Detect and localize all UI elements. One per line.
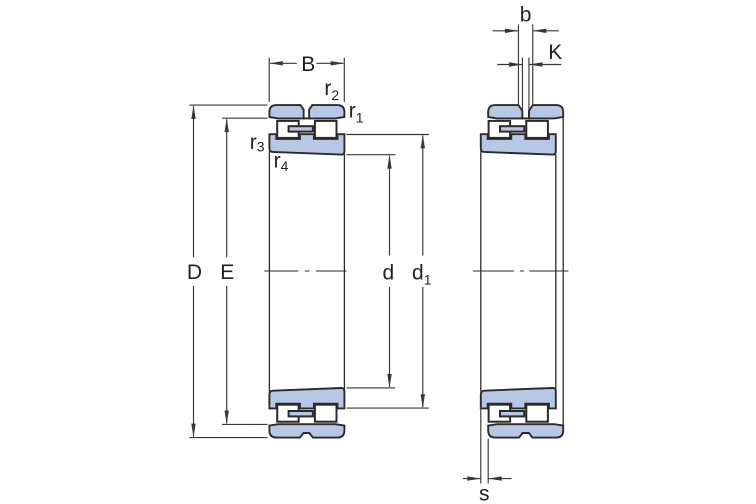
svg-text:K: K	[548, 41, 562, 64]
svg-text:d: d	[383, 262, 395, 285]
svg-text:r1: r1	[349, 100, 364, 126]
svg-text:b: b	[520, 4, 532, 27]
svg-text:B: B	[301, 53, 315, 76]
svg-text:d1: d1	[412, 262, 432, 288]
svg-text:r2: r2	[324, 77, 339, 103]
svg-text:r3: r3	[250, 131, 265, 155]
svg-text:D: D	[187, 261, 202, 284]
svg-text:s: s	[479, 483, 490, 504]
svg-text:E: E	[220, 261, 234, 284]
